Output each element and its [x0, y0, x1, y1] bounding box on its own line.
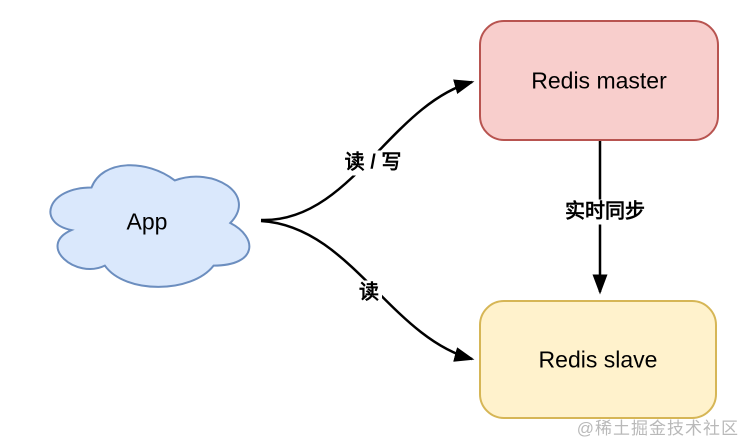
- redis-slave-label: Redis slave: [538, 346, 658, 373]
- edge-label-read: 读: [356, 280, 382, 306]
- redis-master-label: Redis master: [531, 67, 667, 94]
- app-node-label: App: [126, 208, 168, 235]
- redis-slave-box: [479, 300, 717, 419]
- edge-label-read-write: 读 / 写: [341, 150, 405, 176]
- redis-master-box: [479, 20, 719, 141]
- cloud-shape: [49, 164, 251, 288]
- app-cloud-node: [49, 164, 251, 288]
- edge-label-sync: 实时同步: [562, 199, 648, 225]
- watermark-text: @稀土掘金技术社区: [576, 419, 739, 438]
